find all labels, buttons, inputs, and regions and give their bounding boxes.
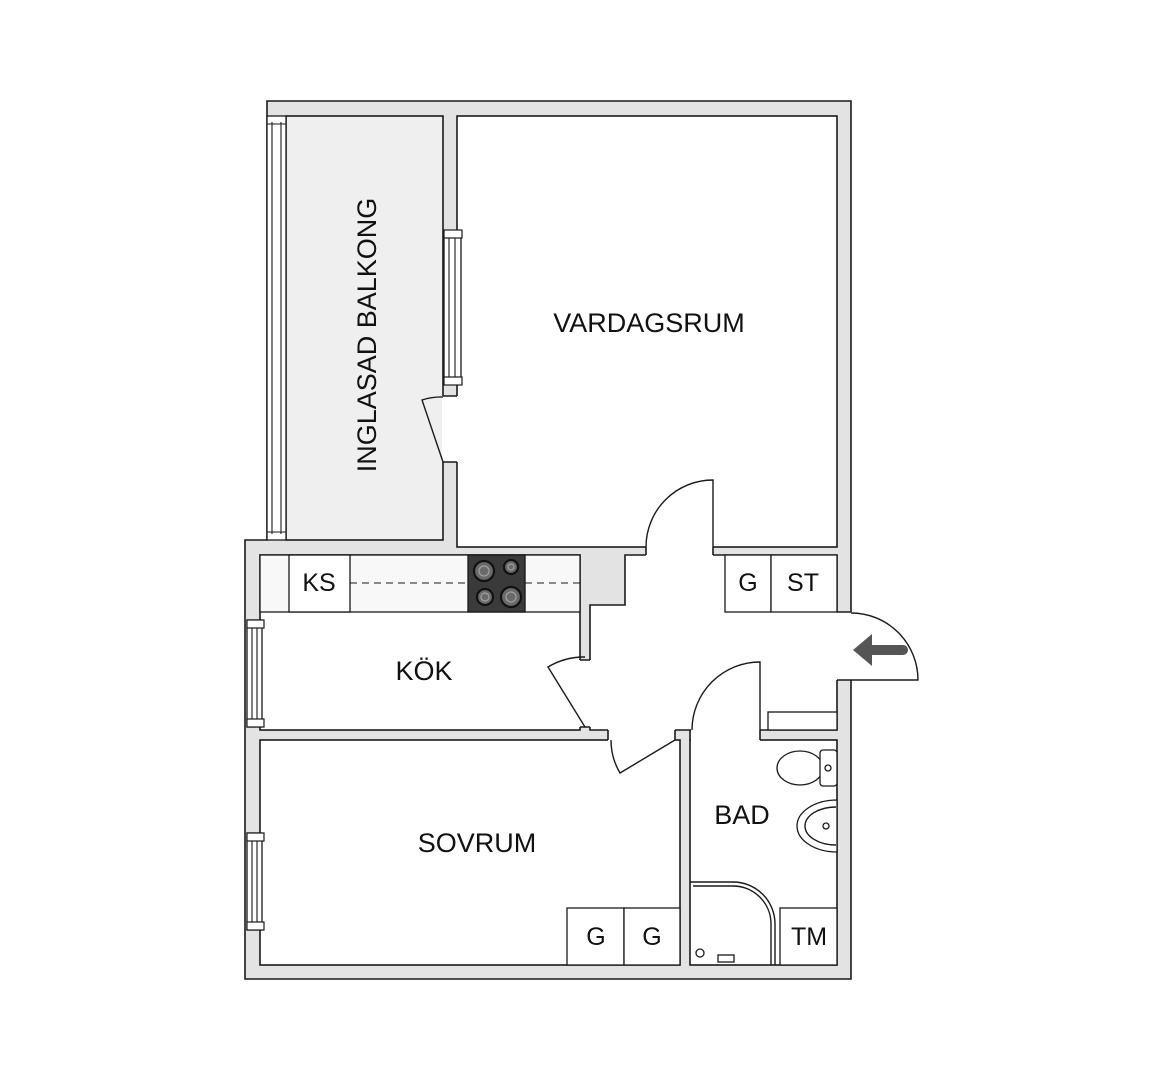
burner-ring <box>478 565 490 577</box>
bedroom-door <box>610 739 676 774</box>
sink-inner <box>804 806 837 846</box>
toilet-icon <box>776 749 838 787</box>
living-room-label: VARDAGSRUM <box>553 308 745 338</box>
hall-storage-label: ST <box>787 569 819 597</box>
bathroom-door <box>691 661 761 731</box>
burner-ring <box>507 563 515 571</box>
balcony-glazing <box>266 115 287 541</box>
living-door-opening <box>646 546 713 556</box>
bedroom-wardrobe-label-2: G <box>642 923 661 951</box>
kitchen-door <box>547 656 586 728</box>
window-frame-line <box>251 841 258 922</box>
window-cap <box>246 718 265 728</box>
shower-mixer <box>717 954 735 963</box>
window-cap <box>443 229 463 239</box>
entrance-arrow-icon <box>853 634 908 666</box>
kitchen-door-opening <box>579 660 591 727</box>
toilet-bowl <box>776 750 824 786</box>
kitchen-label: KÖK <box>395 656 452 686</box>
bedroom-door-opening <box>608 729 675 741</box>
door-jamb <box>837 611 851 681</box>
bedroom-wardrobe-label-1: G <box>586 923 605 951</box>
arrow-shape <box>853 634 903 666</box>
hall-wardrobe-box <box>724 554 772 613</box>
kitchen-fixtures <box>259 554 581 613</box>
balcony-door <box>421 396 444 463</box>
bedroom-wardrobe-box-1 <box>566 907 625 966</box>
bedroom-fixtures <box>566 907 681 966</box>
balcony-label: INGLASAD BALKONG <box>352 198 382 473</box>
kitchen-cabinet-label: KS <box>302 569 335 597</box>
bedroom-wardrobe-box-2 <box>623 907 681 966</box>
door-jamb <box>607 730 676 740</box>
living-room-door <box>645 479 714 548</box>
burner-ring <box>480 592 490 602</box>
doors <box>421 396 919 774</box>
hall-storage-box <box>770 554 838 613</box>
window-cap <box>443 376 463 386</box>
burner <box>472 559 496 583</box>
window-frame-line <box>267 122 286 534</box>
arrow-tail <box>898 645 908 655</box>
window-cap <box>246 921 265 931</box>
bathroom-label: BAD <box>714 800 770 830</box>
washer-box <box>779 907 838 966</box>
balcony-area <box>285 115 444 541</box>
windows <box>246 115 463 931</box>
living-room-window <box>443 231 462 384</box>
burner-ring <box>505 591 517 603</box>
door-openings <box>442 395 853 741</box>
kitchen-window <box>246 619 263 728</box>
shower-screen-inner <box>693 885 772 965</box>
stove-icon <box>467 554 526 613</box>
sink-drain <box>822 822 830 830</box>
shower-drain <box>695 948 705 958</box>
sink-basin <box>796 799 838 853</box>
door-jamb <box>443 395 457 463</box>
window-frame-line <box>448 238 456 377</box>
window-cap <box>246 832 265 842</box>
entrance-opening <box>836 612 853 680</box>
shower-screen-outer <box>690 881 776 965</box>
burner <box>499 585 523 609</box>
door-jamb <box>689 730 761 740</box>
door-jamb <box>645 547 714 555</box>
toilet-button <box>824 764 832 772</box>
bathroom-door-opening <box>691 729 760 741</box>
shower-icon <box>690 881 776 965</box>
entrance-door <box>850 612 919 681</box>
window-cap <box>246 619 265 629</box>
labels: INGLASAD BALKONG VARDAGSRUM KS KÖK G ST … <box>302 198 827 951</box>
bathroom-fixtures <box>690 749 838 966</box>
window-frame-line <box>251 628 258 719</box>
kitchen-cabinet-box <box>288 554 351 613</box>
bedroom-label: SOVRUM <box>418 828 537 858</box>
hall-shelf <box>767 711 838 731</box>
hall-wardrobe-label: G <box>738 569 757 597</box>
burner <box>502 558 520 576</box>
hall-fixtures <box>724 554 838 731</box>
sink-icon <box>796 799 838 853</box>
balcony-door-opening <box>442 396 458 462</box>
bedroom-window <box>246 832 263 931</box>
burner <box>475 587 495 607</box>
washer-label: TM <box>791 923 827 951</box>
